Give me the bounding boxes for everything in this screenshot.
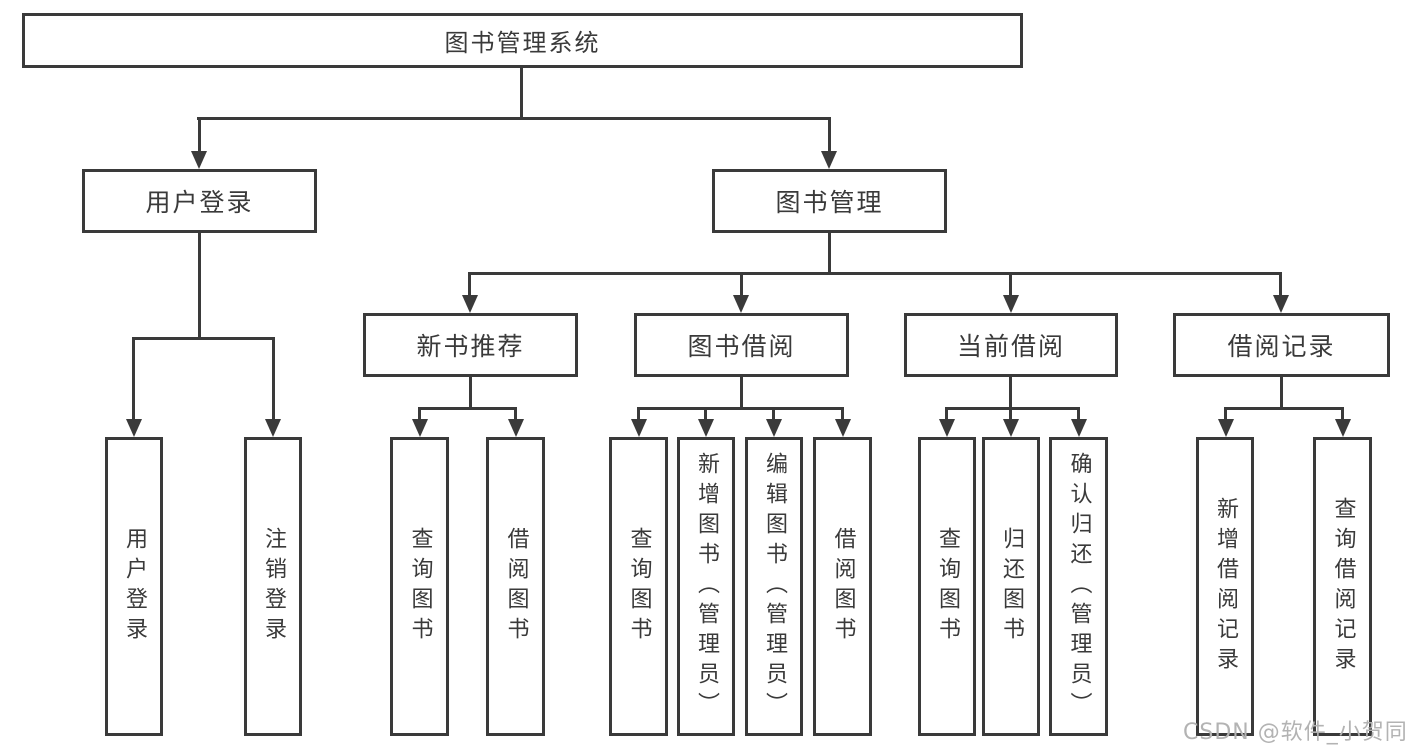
leaf-user-login: 用户登录 (105, 437, 163, 736)
leaf-current-confirm-return-admin: 确认归还（管理员） (1049, 437, 1108, 736)
leaf-borrow-edit-book-admin: 编辑图书（管理员） (745, 437, 803, 736)
leaf-borrow-query-book-label: 查询图书 (626, 526, 652, 647)
node-borrow-records: 借阅记录 (1173, 313, 1390, 377)
leaf-borrow-borrow-book: 借阅图书 (813, 437, 872, 736)
connector-drop-book-management (828, 117, 831, 152)
connector-drop-user-login (198, 117, 201, 152)
node-user-login: 用户登录 (82, 169, 317, 233)
arrow-down-icon (733, 295, 749, 313)
connector-drop-leaf (132, 337, 135, 420)
leaf-current-confirm-return-admin-label: 确认归还（管理员） (1066, 451, 1092, 722)
connector-user-hbar (132, 337, 275, 340)
connector-drop-leaf (514, 407, 517, 420)
connector-drop-leaf (841, 407, 844, 420)
leaf-user-login-label: 用户登录 (122, 526, 147, 647)
leaf-newbook-borrow-book-label: 借阅图书 (503, 526, 529, 647)
leaf-borrow-query-book: 查询图书 (609, 437, 668, 736)
connector-records-hbar (1224, 407, 1343, 410)
connector-drop-leaf (1341, 407, 1344, 420)
leaf-borrow-edit-book-admin-label: 编辑图书（管理员） (762, 451, 787, 722)
connector-drop-new-book (468, 272, 471, 296)
leaf-records-add-record: 新增借阅记录 (1196, 437, 1254, 736)
arrow-down-icon (1335, 419, 1351, 437)
node-root: 图书管理系统 (22, 13, 1023, 68)
connector-current-stem (1009, 377, 1012, 408)
connector-drop-borrow-records (1279, 272, 1282, 296)
connector-root-stem (520, 68, 523, 118)
connector-drop-leaf (1009, 407, 1012, 420)
arrow-down-icon (939, 419, 955, 437)
connector-drop-leaf (1224, 407, 1227, 420)
leaf-newbook-query-book-label: 查询图书 (407, 526, 433, 647)
node-current-borrow-label: 当前借阅 (956, 332, 1065, 361)
connector-root-hbar (197, 117, 831, 120)
connector-drop-leaf (637, 407, 640, 420)
node-book-management: 图书管理 (712, 169, 947, 233)
leaf-borrow-add-book-admin: 新增图书（管理员） (677, 437, 735, 736)
arrow-down-icon (265, 419, 281, 437)
arrow-down-icon (1003, 419, 1019, 437)
node-book-borrow-label: 图书借阅 (687, 332, 796, 361)
node-borrow-records-label: 借阅记录 (1227, 332, 1336, 361)
watermark: CSDN @软件_小贺同学 (1183, 720, 1405, 745)
arrow-down-icon (698, 419, 714, 437)
leaf-logout: 注销登录 (244, 437, 302, 736)
leaf-newbook-query-book: 查询图书 (390, 437, 449, 736)
leaf-records-query-record-label: 查询借阅记录 (1330, 496, 1356, 677)
leaf-current-query-book-label: 查询图书 (935, 526, 960, 647)
arrow-down-icon (191, 151, 207, 169)
node-root-label: 图书管理系统 (444, 29, 601, 57)
node-book-management-label: 图书管理 (775, 188, 884, 217)
arrow-down-icon (462, 295, 478, 313)
leaf-borrow-add-book-admin-label: 新增图书（管理员） (694, 451, 719, 722)
arrow-down-icon (126, 419, 142, 437)
leaf-logout-label: 注销登录 (261, 526, 286, 647)
connector-drop-book-borrow (740, 272, 743, 296)
connector-drop-leaf (704, 407, 707, 420)
arrow-down-icon (1071, 419, 1087, 437)
leaf-current-return-book: 归还图书 (982, 437, 1040, 736)
node-user-login-label: 用户登录 (145, 188, 254, 217)
arrow-down-icon (766, 419, 782, 437)
node-book-borrow: 图书借阅 (634, 313, 849, 377)
node-new-book-recommend-label: 新书推荐 (416, 332, 525, 361)
connector-mgmt-hbar (468, 272, 1281, 275)
arrow-down-icon (1218, 419, 1234, 437)
leaf-records-add-record-label: 新增借阅记录 (1213, 496, 1238, 677)
leaf-current-return-book-label: 归还图书 (999, 526, 1024, 647)
connector-drop-leaf (272, 337, 275, 420)
connector-records-stem (1280, 377, 1283, 408)
connector-borrow-hbar (637, 407, 843, 410)
connector-drop-current-borrow (1009, 272, 1012, 296)
leaf-newbook-borrow-book: 借阅图书 (486, 437, 545, 736)
connector-drop-leaf (772, 407, 775, 420)
arrow-down-icon (508, 419, 524, 437)
connector-newbook-stem (469, 377, 472, 408)
leaf-borrow-borrow-book-label: 借阅图书 (830, 526, 856, 647)
arrow-down-icon (631, 419, 647, 437)
arrow-down-icon (1003, 295, 1019, 313)
connector-current-hbar (945, 407, 1079, 410)
node-new-book-recommend: 新书推荐 (363, 313, 578, 377)
leaf-current-query-book: 查询图书 (918, 437, 976, 736)
connector-user-stem (198, 233, 201, 337)
leaf-records-query-record: 查询借阅记录 (1313, 437, 1372, 736)
connector-borrow-stem (740, 377, 743, 408)
connector-mgmt-stem (828, 233, 831, 274)
arrow-down-icon (412, 419, 428, 437)
arrow-down-icon (821, 151, 837, 169)
connector-drop-leaf (1077, 407, 1080, 420)
connector-drop-leaf (945, 407, 948, 420)
connector-drop-leaf (418, 407, 421, 420)
connector-newbook-hbar (418, 407, 517, 410)
arrow-down-icon (835, 419, 851, 437)
arrow-down-icon (1273, 295, 1289, 313)
node-current-borrow: 当前借阅 (904, 313, 1118, 377)
